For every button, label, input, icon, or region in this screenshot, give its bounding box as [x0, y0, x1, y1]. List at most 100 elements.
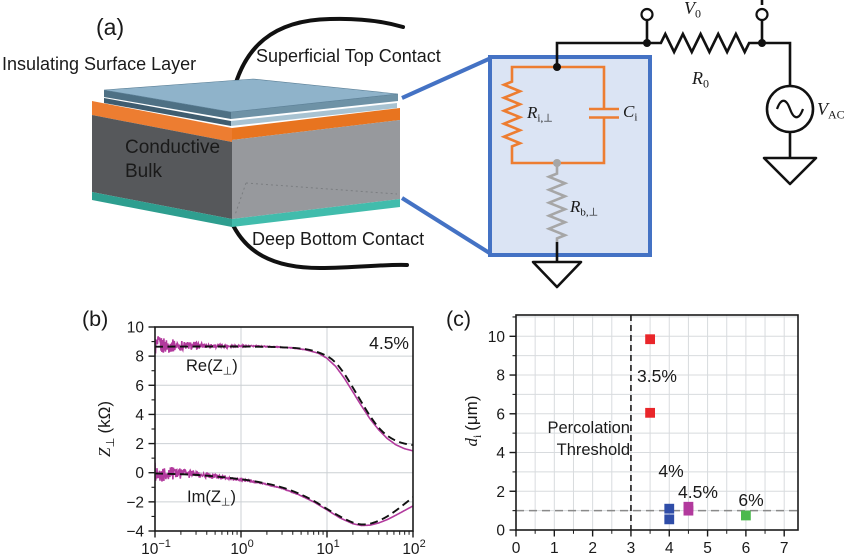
bottom-contact-wire — [229, 219, 409, 271]
percolation-threshold-label-line2: Threshold — [557, 441, 630, 459]
series-label-4pct: 4% — [658, 461, 683, 481]
panel-b-plot-element: 6 — [135, 378, 144, 395]
label-insulating-surface-layer: Insulating Surface Layer — [2, 54, 196, 74]
label-deep-bottom-contact: Deep Bottom Contact — [252, 229, 424, 249]
zoom-line-top — [401, 56, 492, 100]
v0-terminal-right — [755, 7, 769, 22]
panel-c-y-axis-title: di(μm) — [462, 396, 484, 447]
label-r0: R0 — [691, 68, 709, 91]
panel-b-plot-element — [154, 326, 414, 532]
panel-b-plot-element: −2 — [126, 494, 144, 511]
label-superficial-top-contact: Superficial Top Contact — [256, 46, 441, 66]
panel-c-plot-element — [645, 334, 656, 345]
panel-b-plot-element: 10 — [127, 320, 145, 337]
junction-dot-right — [758, 39, 766, 47]
sample-block-3d — [92, 78, 400, 227]
series-label-3-5pct: 3.5% — [637, 366, 677, 386]
label-ci: Ci — [623, 102, 637, 124]
surface-resistor — [500, 78, 524, 150]
panel-b-plot-element: 8 — [135, 349, 144, 366]
panel-b-plot-element: 4 — [135, 407, 144, 424]
panel-b-plot-element: 2 — [420, 538, 426, 550]
junction-dot-left — [643, 39, 651, 47]
zoom-line-bottom — [400, 196, 493, 256]
panel-b-plot-element — [154, 345, 414, 446]
panel-b-plot-element — [154, 472, 414, 526]
panel-a-tag: (a) — [96, 14, 124, 40]
panel-b-plot-element: 0 — [135, 465, 144, 482]
circuit-inset-box — [488, 55, 652, 257]
panel-c-plot-element: 2 — [588, 540, 597, 557]
series-label-6pct: 6% — [738, 490, 763, 510]
top-plate-edge-left — [104, 90, 231, 119]
equivalent-circuit: Ri,⊥ Ci Rb,⊥ V0 R0 VAC — [488, 0, 845, 289]
panel-b-tag: (b) — [82, 307, 108, 331]
panel-c-plot-element: 10 — [488, 329, 506, 346]
label-conductive-bulk-line1: Conductive — [125, 137, 220, 158]
panel-a-illustration: (a) Insulating Surface Layer Superficial… — [2, 14, 493, 271]
panel-b-plot-element: 2 — [135, 436, 144, 453]
label-ri: Ri,⊥ — [526, 103, 553, 125]
bottom-contact-front — [92, 192, 232, 227]
panel-b-percentage-label: 4.5% — [369, 333, 409, 353]
series-resistor-r0 — [656, 31, 754, 55]
top-plate-face — [103, 78, 399, 113]
insulating-layer-front — [92, 101, 232, 142]
panel-c-plot-element: 8 — [496, 368, 505, 385]
panel-c-chart: (c) di(μm) Percolation Threshold 3.5% 4%… — [446, 307, 764, 510]
panel-c-plot-element: 2 — [496, 484, 505, 501]
panel-c-plot-element — [515, 314, 799, 531]
panel-c-plot-element: 1 — [550, 540, 559, 557]
label-v0: V0 — [684, 0, 701, 21]
panel-b-plot-element: 1 — [334, 538, 340, 550]
percolation-threshold-label-line1: Percolation — [547, 419, 630, 437]
top-plate-under-edge-left — [104, 98, 231, 126]
surface-capacitor — [589, 107, 619, 119]
panel-c-plot-element: 3 — [627, 540, 636, 557]
panel-b-plot-element — [154, 336, 414, 527]
panel-c-plot-element: 4 — [665, 540, 674, 557]
series-label-4-5pct: 4.5% — [678, 482, 718, 502]
panel-b-plot-element: 101 — [316, 538, 339, 558]
bulk-side-face — [232, 120, 400, 219]
bulk-front-face — [92, 115, 232, 219]
panel-c-plot-element: 7 — [780, 540, 789, 557]
top-plate-edge-right — [231, 94, 398, 119]
hidden-edge-dotted — [245, 182, 398, 195]
label-vac: VAC — [817, 99, 845, 122]
bottom-contact-side — [232, 199, 400, 227]
wire-to-r0 — [555, 41, 656, 67]
top-plate-under-edge-right — [231, 103, 397, 126]
panel-c-plot-element — [740, 510, 751, 521]
panel-b-y-axis-title: Z⊥(kΩ) — [95, 401, 117, 457]
panel-c-plot-element: 0 — [496, 523, 505, 540]
panel-b-plot-element: 102 — [402, 538, 425, 558]
panel-b-plot-element: 0 — [248, 538, 254, 550]
bulk-resistor — [545, 163, 569, 242]
v0-terminal-left — [640, 7, 654, 22]
ground-symbol-1 — [531, 260, 583, 289]
panel-c-tag: (c) — [446, 307, 471, 331]
sine-wave-icon — [775, 99, 805, 119]
insulating-layer-side — [232, 108, 400, 140]
label-conductive-bulk-line2: Bulk — [125, 161, 162, 182]
panel-b-chart: (b) Z⊥(kΩ) Re(Z⊥) Im(Z⊥) 4.5% — [82, 307, 409, 509]
panel-b-plot-element: −1 — [158, 538, 171, 550]
im-curve-label: Im(Z⊥) — [187, 488, 236, 509]
hidden-edge-dotted-2 — [234, 182, 247, 216]
panel-c-plot-element: 0 — [512, 540, 521, 557]
panel-b-plot-element: −4 — [126, 524, 144, 541]
panel-c-plot-element: 6 — [496, 406, 505, 423]
wire-to-source — [754, 41, 792, 86]
panel-c-plot-element — [664, 514, 675, 525]
panel-c-plot-element — [645, 407, 656, 418]
panel-b-plot-element: 100 — [230, 538, 253, 558]
panel-c-plot-element — [664, 503, 675, 514]
top-contact-wire — [231, 16, 405, 95]
panel-c-plot-element — [683, 505, 694, 516]
panel-c-plot-element: 4 — [496, 445, 505, 462]
